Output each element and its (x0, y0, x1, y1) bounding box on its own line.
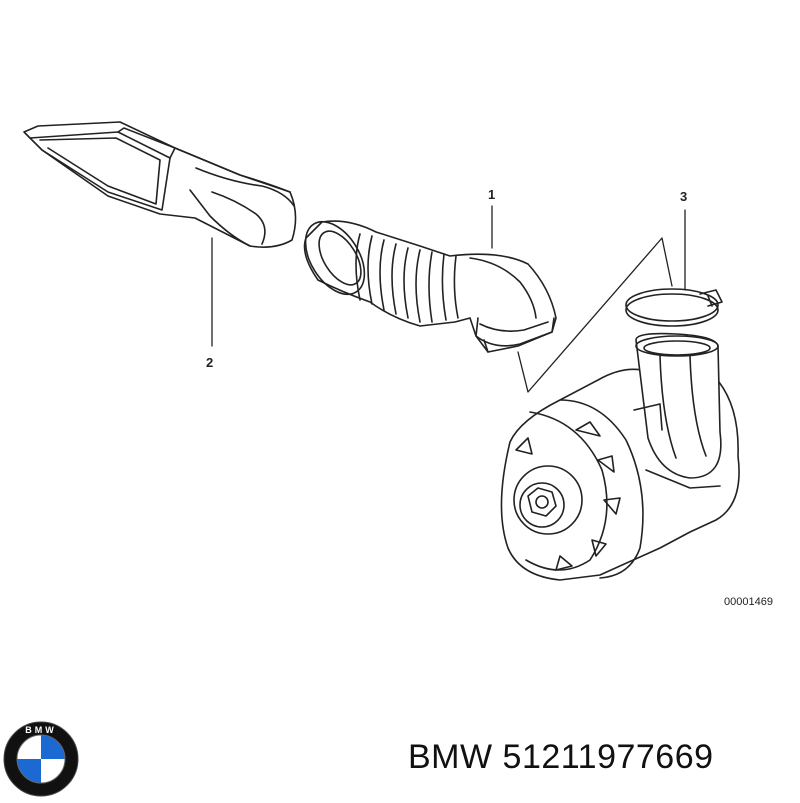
caption-part-number: 51211977669 (502, 738, 714, 776)
hose-clamp (625, 288, 723, 327)
bmw-roundel-icon: BMW (2, 720, 80, 798)
bmw-logo-text: BMW (25, 725, 57, 735)
callout-1: 1 (488, 187, 495, 202)
callout-2: 2 (206, 355, 213, 370)
corrugated-air-hose (303, 220, 557, 353)
leader-lines (211, 205, 686, 393)
alternator (500, 332, 740, 581)
part-caption: BMW 51211977669 (408, 738, 714, 777)
caption-brand: BMW (408, 738, 493, 776)
diagram-reference-number: 00001469 (724, 596, 773, 608)
callout-3: 3 (680, 189, 687, 204)
air-intake-duct (23, 121, 297, 248)
